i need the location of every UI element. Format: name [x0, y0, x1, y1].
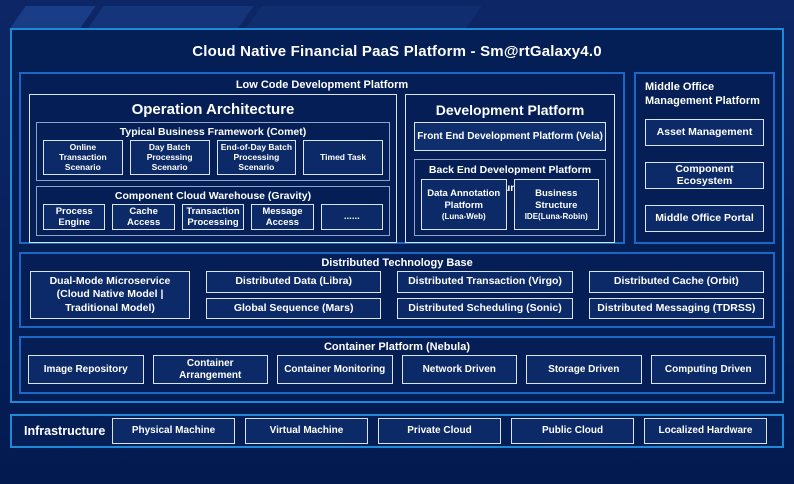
distributed-item-messaging-tdrss: Distributed Messaging (TDRSS): [588, 297, 764, 319]
infrastructure-section: Infrastructure Physical Machine Virtual …: [10, 414, 784, 448]
distributed-item-cache-orbit: Distributed Cache (Orbit): [588, 271, 764, 293]
distributed-column: Distributed Transaction (Virgo) Distribu…: [397, 271, 573, 319]
infrastructure-item-virtual-machine: Virtual Machine: [245, 418, 368, 444]
comet-items: Online Transaction Scenario Day Batch Pr…: [43, 140, 383, 175]
container-item-monitoring: Container Monitoring: [277, 355, 393, 384]
middle-office-item-portal: Middle Office Portal: [645, 205, 764, 232]
gravity-item-process-engine: Process Engine: [43, 203, 106, 231]
low-code-section-title: Low Code Development Platform: [235, 79, 409, 91]
container-item-storage-driven: Storage Driven: [526, 355, 642, 384]
middle-office-section-title: Middle Office Management Platform: [645, 81, 760, 108]
platform-frame: Cloud Native Financial PaaS Platform - S…: [10, 28, 784, 403]
luna-item-sublabel: (Luna-Web): [441, 211, 486, 221]
development-platform-panel: Development Platform Front End Developme…: [405, 94, 615, 244]
gravity-item-cache-access: Cache Access: [112, 203, 175, 231]
comet-group-title: Typical Business Framework (Comet): [119, 126, 307, 138]
container-platform-section-title: Container Platform (Nebula): [323, 341, 471, 353]
middle-office-items: Asset Management Component Ecosystem Mid…: [645, 118, 764, 232]
back-end-items: Data Annotation Platform (Luna-Web) Busi…: [421, 179, 599, 231]
infrastructure-item-localized-hardware: Localized Hardware: [644, 418, 767, 444]
luna-item-data-annotation: Data Annotation Platform (Luna-Web): [421, 179, 507, 231]
distributed-technology-base-section: Distributed Technology Base Dual-Mode Mi…: [19, 252, 775, 328]
luna-item-label: Data Annotation Platform: [427, 187, 501, 211]
comet-item-online-transaction: Online Transaction Scenario: [43, 140, 123, 175]
comet-item-timed-task: Timed Task: [303, 140, 383, 175]
back-end-platform-group: Back End Development Platform (Luna) Dat…: [414, 159, 606, 237]
gravity-item-message-access: Message Access: [251, 203, 314, 231]
operation-architecture-title: Operation Architecture: [131, 101, 295, 118]
container-item-image-repository: Image Repository: [28, 355, 144, 384]
infrastructure-item-physical-machine: Physical Machine: [112, 418, 235, 444]
typical-business-framework-group: Typical Business Framework (Comet) Onlin…: [36, 122, 390, 181]
distributed-section-title: Distributed Technology Base: [321, 257, 473, 269]
distributed-items: Dual-Mode Microservice (Cloud Native Mod…: [30, 271, 764, 319]
decorative-stripe: [88, 6, 254, 28]
infrastructure-item-private-cloud: Private Cloud: [378, 418, 501, 444]
top-row: Low Code Development Platform Operation …: [19, 72, 775, 244]
comet-item-day-batch: Day Batch Processing Scenario: [129, 140, 210, 175]
page-title: Cloud Native Financial PaaS Platform - S…: [192, 42, 602, 60]
decorative-stripe: [10, 6, 96, 28]
middle-office-item-asset-management: Asset Management: [645, 118, 764, 146]
container-item-network-driven: Network Driven: [401, 355, 517, 384]
gravity-group-title: Component Cloud Warehouse (Gravity): [114, 189, 312, 202]
gravity-items: Process Engine Cache Access Transaction …: [43, 203, 384, 231]
comet-item-end-of-day-batch: End-of-Day Batch Processing Scenario: [216, 140, 297, 175]
operation-architecture-panel: Operation Architecture Typical Business …: [29, 94, 397, 244]
distributed-column: Distributed Cache (Orbit) Distributed Me…: [588, 271, 764, 319]
gravity-item-transaction-processing: Transaction Processing: [181, 203, 245, 231]
low-code-development-platform-section: Low Code Development Platform Operation …: [19, 72, 625, 244]
distributed-item-global-sequence-mars: Global Sequence (Mars): [206, 297, 382, 319]
luna-item-business-structure: Business Structure IDE(Luna-Robin): [513, 179, 599, 231]
distributed-column: Distributed Data (Libra) Global Sequence…: [206, 271, 382, 319]
distributed-item-data-libra: Distributed Data (Libra): [206, 271, 382, 293]
container-platform-items: Image Repository Container Arrangement C…: [28, 355, 766, 384]
front-end-platform-box: Front End Development Platform (Vela): [414, 122, 606, 151]
back-end-group-title: Back End Development Platform (Luna): [428, 164, 592, 194]
decorative-stripe: [246, 6, 482, 28]
component-cloud-warehouse-group: Component Cloud Warehouse (Gravity) Proc…: [36, 185, 390, 237]
container-item-computing-driven: Computing Driven: [650, 355, 766, 384]
middle-office-item-component-ecosystem: Component Ecosystem: [645, 161, 764, 189]
middle-office-management-section: Middle Office Management Platform Asset …: [634, 72, 775, 244]
luna-item-label: Business Structure: [535, 187, 578, 211]
distributed-item-transaction-virgo: Distributed Transaction (Virgo): [397, 271, 573, 293]
luna-item-sublabel: IDE(Luna-Robin): [524, 211, 588, 221]
distributed-item-dual-mode-microservice: Dual-Mode Microservice (Cloud Native Mod…: [30, 271, 190, 319]
low-code-body: Operation Architecture Typical Business …: [29, 94, 615, 244]
distributed-item-scheduling-sonic: Distributed Scheduling (Sonic): [397, 297, 573, 319]
infrastructure-item-public-cloud: Public Cloud: [511, 418, 634, 444]
development-platform-title: Development Platform: [435, 102, 585, 118]
container-item-arrangement: Container Arrangement: [152, 355, 268, 384]
container-platform-section: Container Platform (Nebula) Image Reposi…: [19, 336, 775, 394]
gravity-item-ellipsis: ......: [320, 203, 384, 231]
infrastructure-section-title: Infrastructure: [24, 424, 106, 438]
